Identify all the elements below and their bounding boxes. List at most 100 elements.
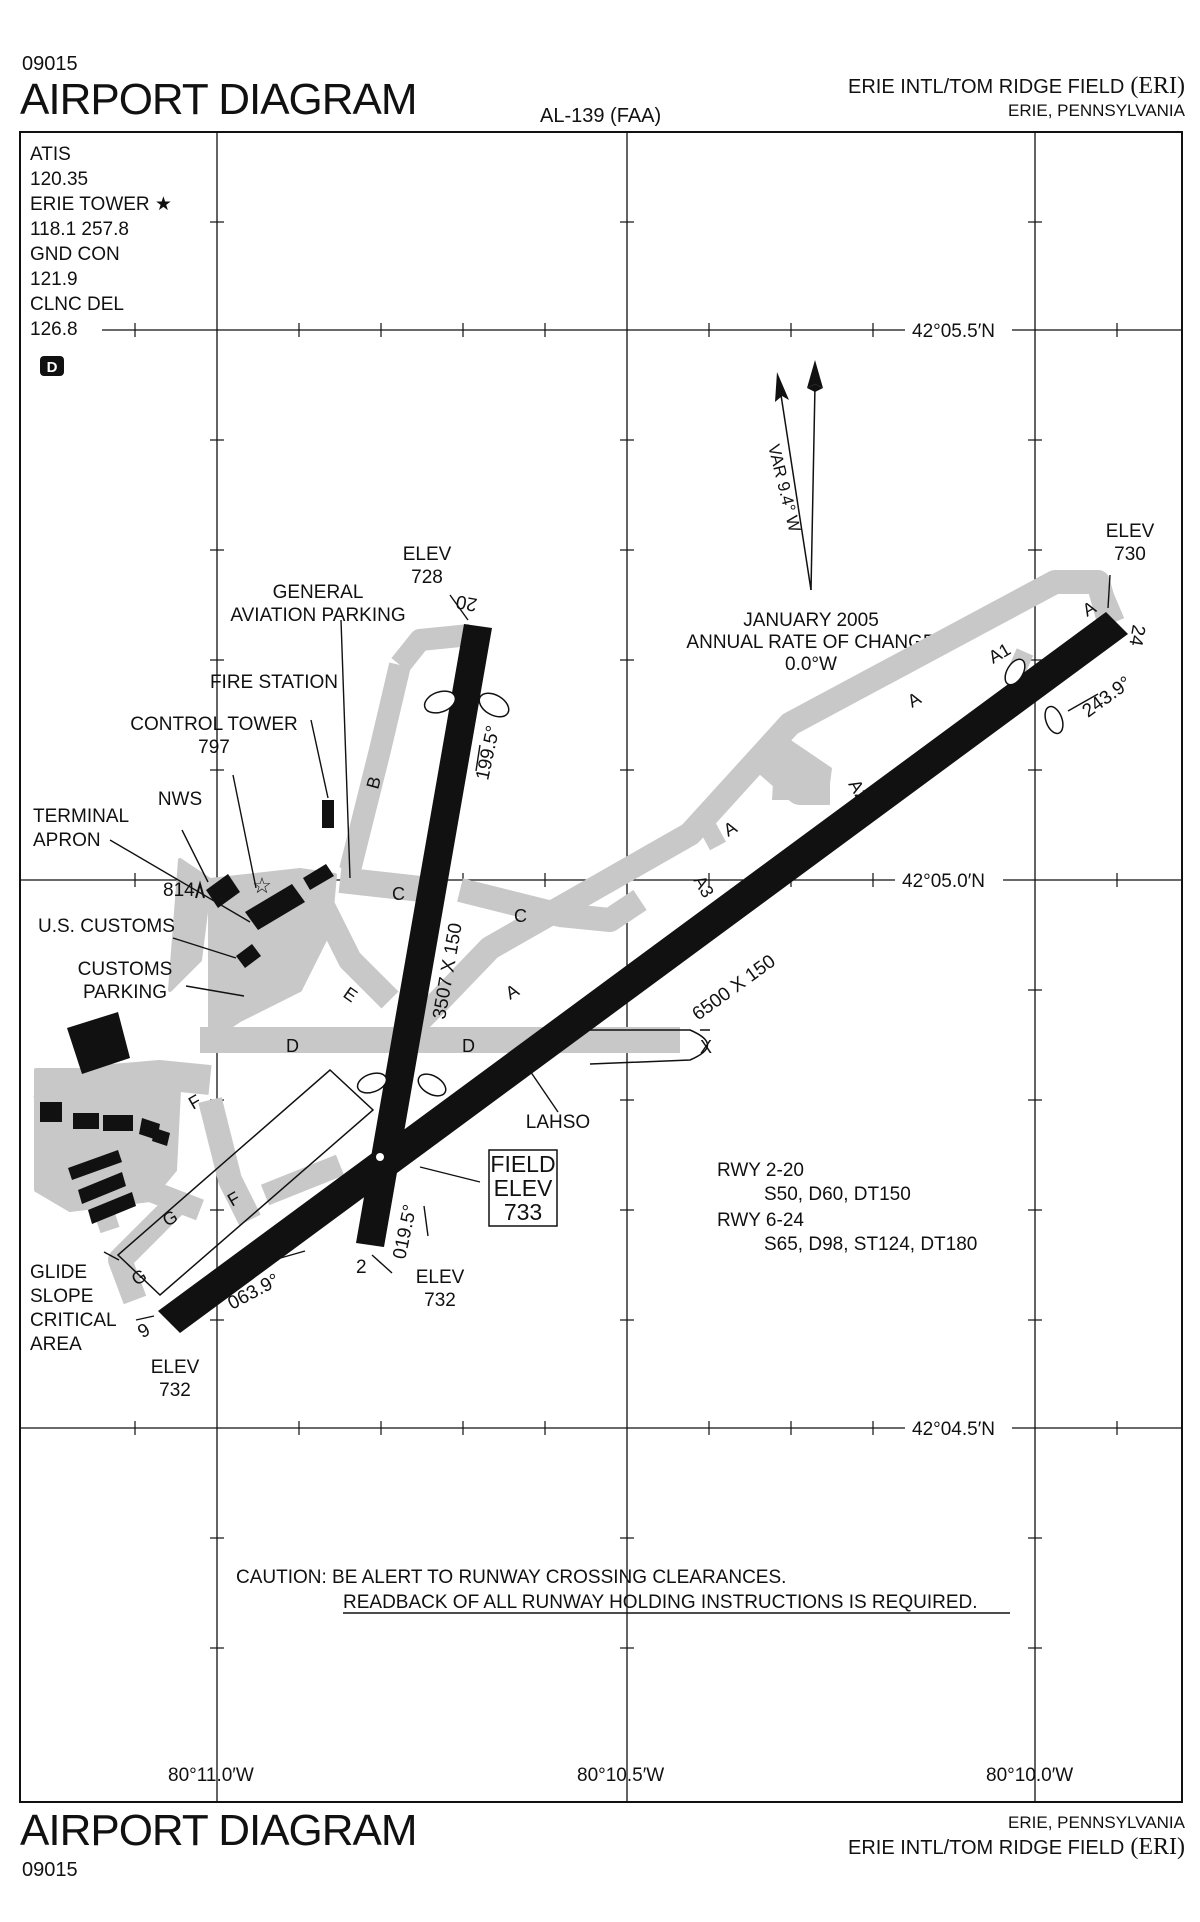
general-aviation-label-1: GENERAL — [273, 582, 364, 603]
rwy24-elev-value: 730 — [1114, 544, 1146, 565]
chart-title-bottom: AIRPORT DIAGRAM — [20, 1806, 417, 1855]
taxiway-label-e: E — [340, 983, 361, 1006]
customs-parking-label-2: PARKING — [83, 982, 167, 1003]
glide-slope-label-2: SLOPE — [30, 1286, 93, 1307]
runway-end-24-label: 24 — [1124, 623, 1148, 648]
runway-6-24 — [158, 612, 1128, 1333]
variation-rate-label: ANNUAL RATE OF CHANGE — [686, 632, 935, 653]
terminal-building — [67, 1012, 130, 1074]
field-elev-label-2: ELEV — [494, 1175, 553, 1201]
taxiway-label-c-west: C — [392, 884, 405, 904]
d-atis-letter: D — [47, 359, 58, 376]
runway-20-heading: 199.5° — [472, 724, 504, 782]
frequency-block: ATIS 120.35 ERIE TOWER ★ 118.1 257.8 GND… — [30, 144, 172, 340]
latitude-label-north: 42°05.5′N — [912, 321, 995, 342]
runway-marking-ovals — [356, 658, 1064, 1097]
glide-slope-label-4: AREA — [30, 1334, 82, 1355]
taxiway-label-d-west: D — [286, 1036, 299, 1056]
magnetic-north-arrow-shaft — [780, 394, 812, 591]
nws-building — [206, 874, 240, 908]
taxiway-f — [198, 1097, 261, 1226]
d-atis-symbol — [40, 356, 64, 376]
chart-number-top: 09015 — [22, 53, 78, 75]
runway-end-2-label: 2 — [356, 1257, 367, 1278]
buildings — [40, 800, 334, 1224]
rwy20-elev-label: ELEV — [403, 544, 452, 565]
city-state-bottom: ERIE, PENNSYLVANIA — [1008, 1813, 1186, 1832]
taxiway-a — [381, 570, 1120, 1059]
svg-text:ERIE INTL/TOM RIDGE FIELD(ERI): ERIE INTL/TOM RIDGE FIELD (ERI) — [848, 73, 1185, 99]
chart-frame — [19, 131, 1183, 1803]
rwy2-elev-value: 732 — [424, 1290, 456, 1311]
runway-24-heading: 243.9° — [1079, 673, 1136, 722]
fire-station-label: FIRE STATION — [210, 672, 338, 693]
taxiway-label-b: B — [363, 774, 385, 791]
control-tower-building — [245, 884, 305, 930]
rwy-6-24-strength-label: RWY 6-24 — [717, 1210, 804, 1231]
control-tower-star: ☆ — [252, 873, 272, 898]
rwy24-elev-label: ELEV — [1106, 521, 1155, 542]
north-arrows — [775, 360, 823, 591]
caution-line-2: READBACK OF ALL RUNWAY HOLDING INSTRUCTI… — [343, 1592, 978, 1613]
taxiway-x-outline — [560, 1029, 709, 1065]
leader-lines — [103, 574, 1111, 1321]
runway-2-heading: 019.5° — [389, 1203, 421, 1261]
terminal-label-2: APRON — [33, 830, 101, 851]
rwy-2-20-strength-values: S50, D60, DT150 — [764, 1184, 911, 1205]
rwy6-elev-value: 732 — [159, 1380, 191, 1401]
glide-slope-critical-area-outline — [116, 1068, 375, 1297]
runway-2-20 — [356, 624, 492, 1247]
longitude-label-east: 80°10.0′W — [986, 1765, 1073, 1786]
us-customs-building — [236, 944, 261, 968]
taxiway-label-a-west: A — [502, 980, 522, 1003]
obstacle-symbol — [195, 880, 205, 899]
taxiway-b-north — [391, 624, 472, 672]
freq-ground-name: GND CON — [30, 244, 120, 265]
field-elevation-point — [376, 1153, 384, 1161]
glide-slope-label-3: CRITICAL — [30, 1310, 117, 1331]
general-aviation-building — [303, 864, 334, 890]
taxiway-network — [33, 570, 1125, 1305]
runway-strength-block: RWY 2-20 S50, D60, DT150 RWY 6-24 S65, D… — [717, 1160, 977, 1255]
freq-tower-name: ERIE TOWER ★ — [30, 194, 172, 215]
taxiway-g — [108, 1191, 189, 1305]
taxiway-label-a-mid: A — [904, 688, 924, 711]
variation-rate-value: 0.0°W — [785, 654, 837, 675]
general-aviation-label-2: AVIATION PARKING — [230, 605, 405, 626]
chart-number-bottom: 09015 — [22, 1859, 78, 1881]
taxiway-label-a1: A1 — [985, 639, 1014, 667]
rwy6-elev-label: ELEV — [151, 1357, 200, 1378]
svg-text:ERIE INTL/TOM RIDGE FIELD(ERI): ERIE INTL/TOM RIDGE FIELD(ERI) — [848, 1834, 1185, 1860]
freq-tower-value: 118.1 257.8 — [30, 219, 129, 240]
control-tower-elev: 797 — [198, 737, 230, 758]
taxiway-label-x: X — [700, 1037, 712, 1057]
taxiway-c — [457, 878, 647, 932]
rwy-2-20-strength-label: RWY 2-20 — [717, 1160, 804, 1181]
airport-id-bottom: (ERI) — [1130, 1834, 1185, 1860]
customs-parking-label-1: CUSTOMS — [78, 959, 173, 980]
true-north-arrow-shaft — [810, 384, 816, 591]
caution-line-1: CAUTION: BE ALERT TO RUNWAY CROSSING CLE… — [236, 1567, 786, 1588]
taxiway-label-d-east: D — [462, 1036, 475, 1056]
field-elev-label-1: FIELD — [490, 1151, 555, 1177]
latitude-label-south: 42°04.5′N — [912, 1419, 995, 1440]
control-tower-label: CONTROL TOWER — [130, 714, 298, 735]
glide-slope-label-1: GLIDE — [30, 1262, 87, 1283]
variation-label: VAR 9.4° W — [764, 442, 804, 534]
longitude-label-west: 80°11.0′W — [168, 1765, 254, 1786]
grid-ticks — [134, 221, 1118, 1649]
freq-ground-value: 121.9 — [30, 269, 78, 290]
freq-atis-name: ATIS — [30, 144, 71, 165]
chart-title-top: AIRPORT DIAGRAM — [20, 75, 417, 124]
taxiway-label-c-east: C — [514, 906, 527, 926]
airport-id-top: (ERI) — [1130, 73, 1185, 99]
rwy2-elev-label: ELEV — [416, 1267, 465, 1288]
true-north-arrowhead — [807, 360, 823, 388]
latitude-label-mid: 42°05.0′N — [902, 871, 985, 892]
freq-clearance-value: 126.8 — [30, 319, 78, 340]
field-elevation-box — [488, 1149, 558, 1227]
rwy-6-24-strength-values: S65, D98, ST124, DT180 — [764, 1234, 977, 1255]
taxiway-a3 — [697, 817, 726, 851]
airport-name-top: ERIE INTL/TOM RIDGE FIELD — [848, 76, 1124, 98]
obstacle-elev: 814 — [163, 880, 195, 901]
